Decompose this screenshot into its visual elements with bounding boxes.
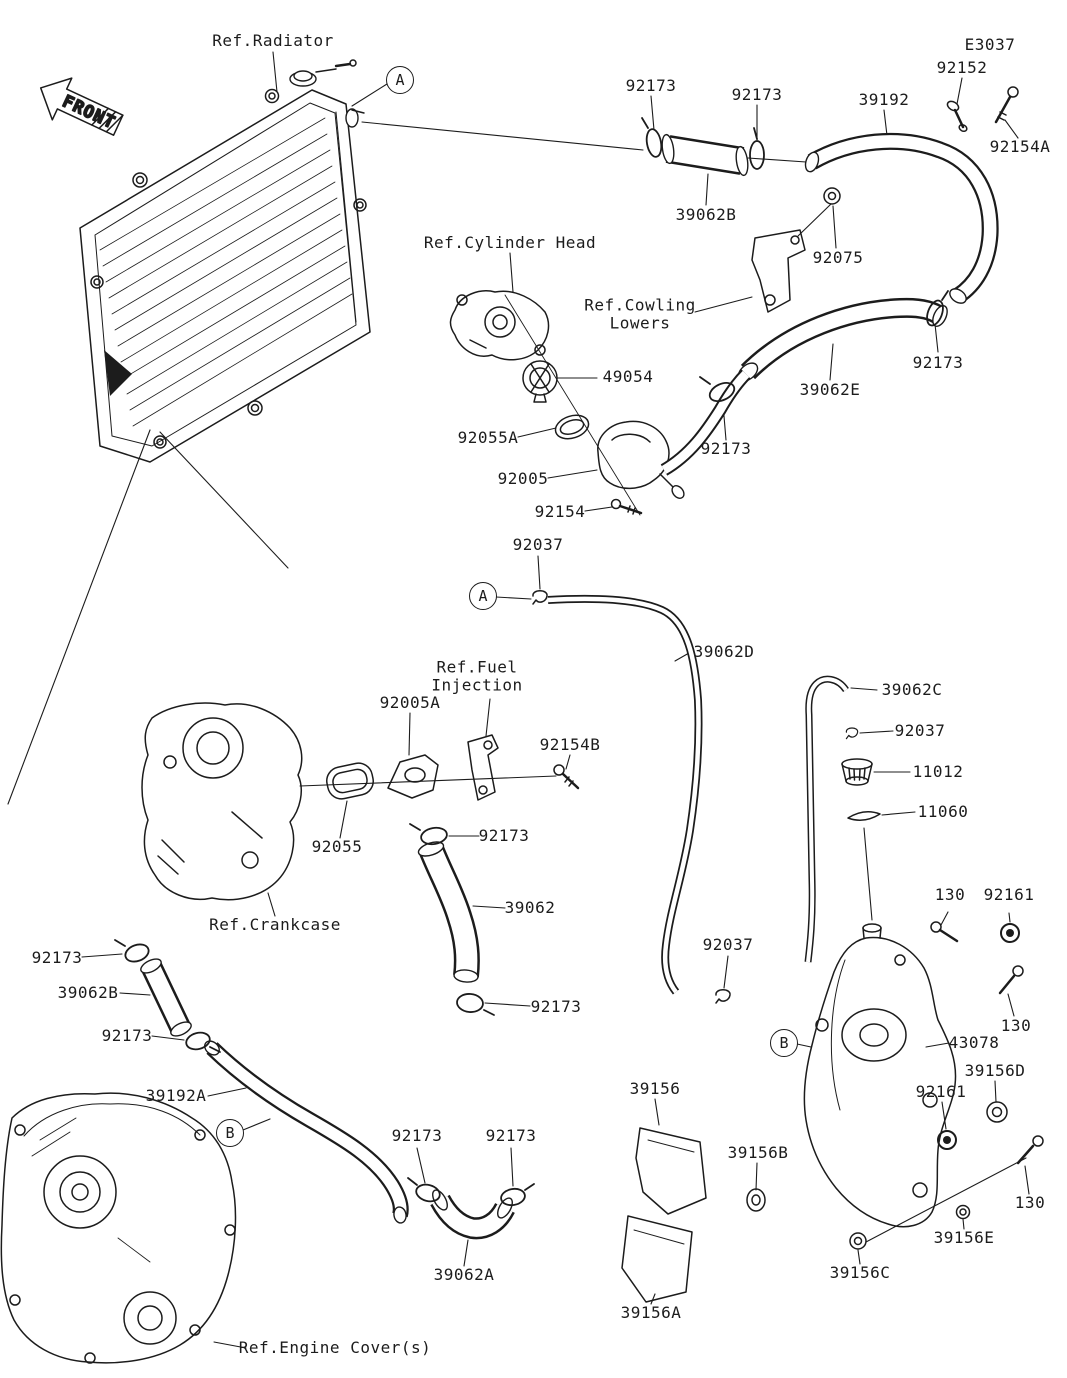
label-39156c: 39156C [829, 1262, 891, 1282]
label-92173-6: 92173 [31, 947, 83, 967]
label-92152: 92152 [936, 57, 988, 77]
label-ref-cowling-lowers: Ref.Cowling Lowers [584, 295, 696, 333]
callout-b-4: B [770, 1029, 798, 1057]
label-43078: 43078 [948, 1032, 1000, 1052]
label-e3037: E3037 [964, 34, 1016, 54]
label-92173-10: 92173 [485, 1125, 537, 1145]
label-92161-1: 92161 [983, 884, 1035, 904]
label-39062e: 39062E [799, 379, 861, 399]
label-ref-cylinder-head: Ref.Cylinder Head [423, 232, 597, 252]
label-92037-1: 92037 [512, 534, 564, 554]
callout-b-3: B [216, 1119, 244, 1147]
label-39192a: 39192A [145, 1085, 207, 1105]
label-92173-5: 92173 [478, 825, 530, 845]
label-92173-8: 92173 [530, 996, 582, 1016]
label-ref-engine-covers: Ref.Engine Cover(s) [238, 1337, 432, 1357]
label-92154: 92154 [534, 501, 586, 521]
heat-shields-drawing [621, 1127, 707, 1303]
label-39192: 39192 [858, 89, 910, 109]
label-92173-7: 92173 [101, 1025, 153, 1045]
radiator-drawing [79, 59, 371, 463]
label-92055a: 92055A [457, 427, 519, 447]
label-92161-2: 92161 [915, 1081, 967, 1101]
label-92173-9: 92173 [391, 1125, 443, 1145]
engine-cover-drawing [0, 1092, 237, 1364]
callout-a-2: A [469, 582, 497, 610]
label-11012: 11012 [912, 761, 964, 781]
cowling-bracket-drawing [751, 229, 806, 313]
label-130-1: 130 [934, 884, 966, 904]
label-39062a: 39062A [433, 1264, 495, 1284]
label-92173-4: 92173 [700, 438, 752, 458]
label-ref-crankcase: Ref.Crankcase [209, 914, 341, 934]
label-39062: 39062 [504, 897, 556, 917]
label-39156d: 39156D [964, 1060, 1026, 1080]
label-39062b-2: 39062B [57, 982, 119, 1002]
label-39156b: 39156B [727, 1142, 789, 1162]
label-92037-2: 92037 [894, 720, 946, 740]
label-92173-1: 92173 [625, 75, 677, 95]
water-pump-cover-drawing [449, 290, 550, 361]
label-39156a: 39156A [620, 1302, 682, 1322]
label-92055: 92055 [311, 836, 363, 856]
label-92173-3: 92173 [912, 352, 964, 372]
fasteners-drawing [532, 86, 1044, 1250]
label-49054: 49054 [602, 366, 654, 386]
reservoir-tank-drawing [803, 923, 957, 1228]
label-39062c: 39062C [881, 679, 943, 699]
label-92005a: 92005A [379, 692, 441, 712]
label-ref-fuel-injection: Ref.Fuel Injection [431, 657, 523, 695]
label-130-2: 130 [1000, 1015, 1032, 1035]
label-130-3: 130 [1014, 1192, 1046, 1212]
label-39062d: 39062D [693, 641, 755, 661]
label-92173-2: 92173 [731, 84, 783, 104]
union-fitting-drawing [326, 734, 499, 801]
hose-clamps-drawing [114, 117, 949, 1207]
thermostat-drawing [522, 360, 685, 499]
leader-lines [7, 51, 1030, 1349]
label-39156: 39156 [629, 1078, 681, 1098]
hoses-drawing [140, 132, 999, 1240]
label-92037-3: 92037 [702, 934, 754, 954]
label-92075: 92075 [812, 247, 864, 267]
label-39156e: 39156E [933, 1227, 995, 1247]
crankcase-drawing [141, 702, 303, 901]
callout-a-1: A [386, 66, 414, 94]
label-ref-radiator: Ref.Radiator [212, 30, 334, 50]
label-11060: 11060 [917, 801, 969, 821]
label-39062b-1: 39062B [675, 204, 737, 224]
label-92005: 92005 [497, 468, 549, 488]
label-92154a: 92154A [989, 136, 1051, 156]
label-92154b: 92154B [539, 734, 601, 754]
